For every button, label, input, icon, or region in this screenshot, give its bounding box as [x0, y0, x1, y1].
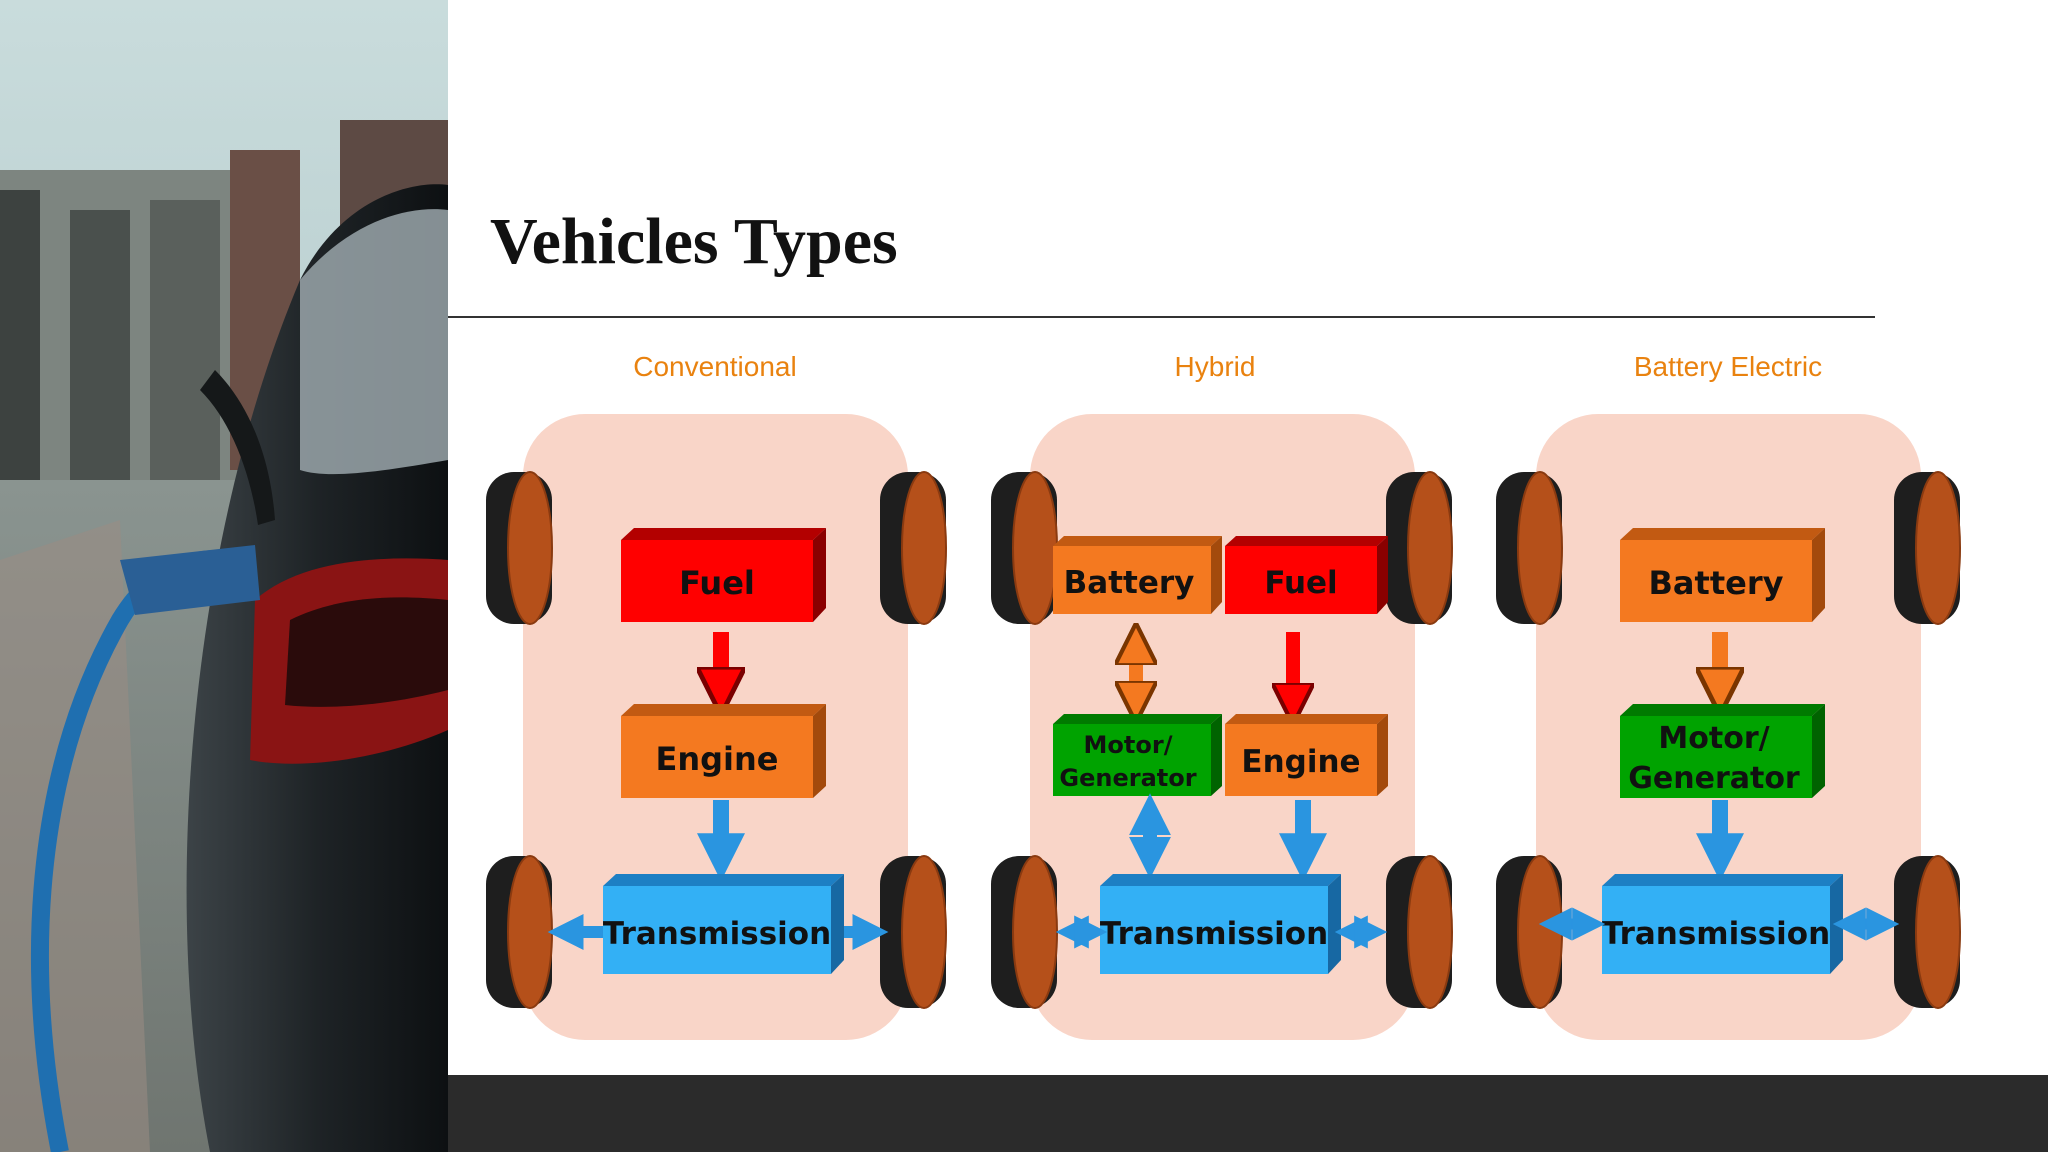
wheel-front-left: [991, 471, 1058, 625]
panel-battery-electric: Battery Electric Battery Motor/ Generato…: [1496, 351, 1961, 1040]
panel-title: Conventional: [633, 351, 796, 382]
svg-text:Engine: Engine: [1241, 744, 1360, 780]
footer-bar: [448, 1075, 2048, 1152]
svg-text:Motor/: Motor/: [1658, 721, 1769, 756]
svg-text:Transmission: Transmission: [603, 916, 831, 952]
engine-box: Engine: [1225, 714, 1388, 796]
wheel-rear-left: [991, 855, 1058, 1009]
battery-box: Battery: [1053, 536, 1222, 614]
svg-text:Engine: Engine: [656, 740, 779, 778]
vehicle-types-diagram: Conventional Fuel Engine Transmission: [486, 351, 1961, 1040]
transmission-box: Transmission: [1100, 874, 1341, 974]
wheel-rear-left: [1496, 855, 1563, 1009]
wheel-front-right: [1386, 471, 1453, 625]
wheel-rear-left: [486, 855, 553, 1009]
transmission-box: Transmission: [1602, 874, 1843, 974]
ev-charging-photo: [0, 0, 448, 1152]
motor-generator-box: Motor/ Generator: [1053, 714, 1222, 796]
panel-hybrid: Hybrid Battery Fuel Motor/ Generator: [991, 351, 1453, 1040]
fuel-box: Fuel: [1225, 536, 1388, 614]
svg-text:Transmission: Transmission: [1602, 916, 1830, 952]
panel-conventional: Conventional Fuel Engine Transmission: [486, 351, 947, 1040]
wheel-front-left: [1496, 471, 1563, 625]
slide-title: Vehicles Types: [490, 205, 898, 278]
wheel-front-right: [880, 471, 947, 625]
svg-text:Fuel: Fuel: [679, 564, 755, 602]
svg-text:Transmission: Transmission: [1100, 916, 1328, 952]
title-divider: [448, 316, 1875, 318]
svg-text:Battery: Battery: [1649, 564, 1784, 602]
battery-box: Battery: [1620, 528, 1825, 622]
transmission-box: Transmission: [603, 874, 844, 974]
wheel-front-left: [486, 471, 553, 625]
svg-text:Generator: Generator: [1628, 761, 1800, 796]
wheel-front-right: [1894, 471, 1961, 625]
svg-text:Motor/: Motor/: [1084, 731, 1173, 759]
wheel-rear-right: [1894, 855, 1961, 1009]
wheel-rear-right: [1386, 855, 1453, 1009]
svg-text:Generator: Generator: [1059, 764, 1196, 792]
fuel-box: Fuel: [621, 528, 826, 622]
wheel-rear-right: [880, 855, 947, 1009]
engine-box: Engine: [621, 704, 826, 798]
motor-generator-box: Motor/ Generator: [1620, 704, 1825, 798]
panel-title: Hybrid: [1175, 351, 1256, 382]
panel-title: Battery Electric: [1634, 351, 1822, 382]
svg-text:Fuel: Fuel: [1264, 565, 1337, 601]
svg-text:Battery: Battery: [1064, 565, 1195, 601]
